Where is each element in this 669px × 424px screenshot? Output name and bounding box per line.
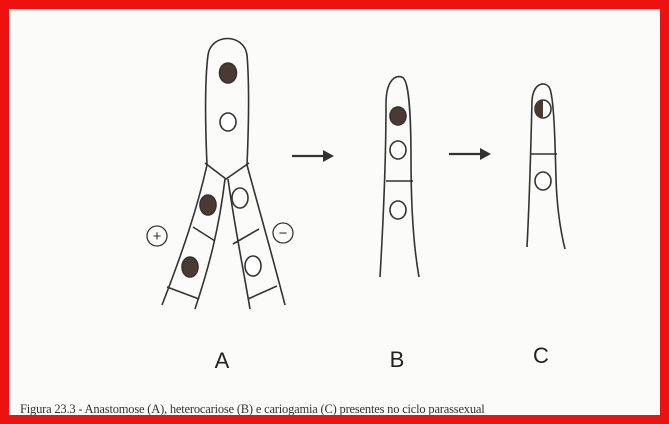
nucleus-dark <box>182 257 198 277</box>
plus-sign: + <box>153 228 162 245</box>
nucleus-light <box>232 188 248 208</box>
septum-left-2 <box>167 287 199 299</box>
figure-caption: Figura 23.3 - Anastomose (A), heterocari… <box>20 402 669 417</box>
septum-right-2 <box>248 286 277 299</box>
panel-label-a: A <box>215 348 230 373</box>
nucleus-dark <box>200 195 216 215</box>
septum-left-1 <box>193 227 215 241</box>
nucleus-light <box>390 201 406 219</box>
nucleus-dark <box>390 107 406 125</box>
nucleus-light <box>535 172 551 190</box>
nucleus-light <box>245 256 261 276</box>
panel-label-b: B <box>390 347 405 372</box>
nucleus-light <box>390 141 406 159</box>
arrow-right-icon <box>292 150 334 162</box>
nucleus-dark <box>220 63 237 83</box>
septum-junction <box>205 163 249 179</box>
hypha-upper-wall <box>206 39 249 166</box>
panel-b-heterokaryosis: B <box>380 77 419 372</box>
panel-c-karyogamy: C <box>527 84 565 368</box>
hyphae-diagram: + − A B <box>9 9 660 415</box>
nucleus-fused-dark-half <box>535 100 543 118</box>
panel-label-c: C <box>533 343 549 368</box>
minus-sign: − <box>279 225 288 242</box>
arrow-right-icon <box>449 148 491 160</box>
panel-a-anastomosis: + − A <box>147 39 293 374</box>
nucleus-light <box>220 113 236 131</box>
hypha-left-outer-wall <box>162 165 207 305</box>
